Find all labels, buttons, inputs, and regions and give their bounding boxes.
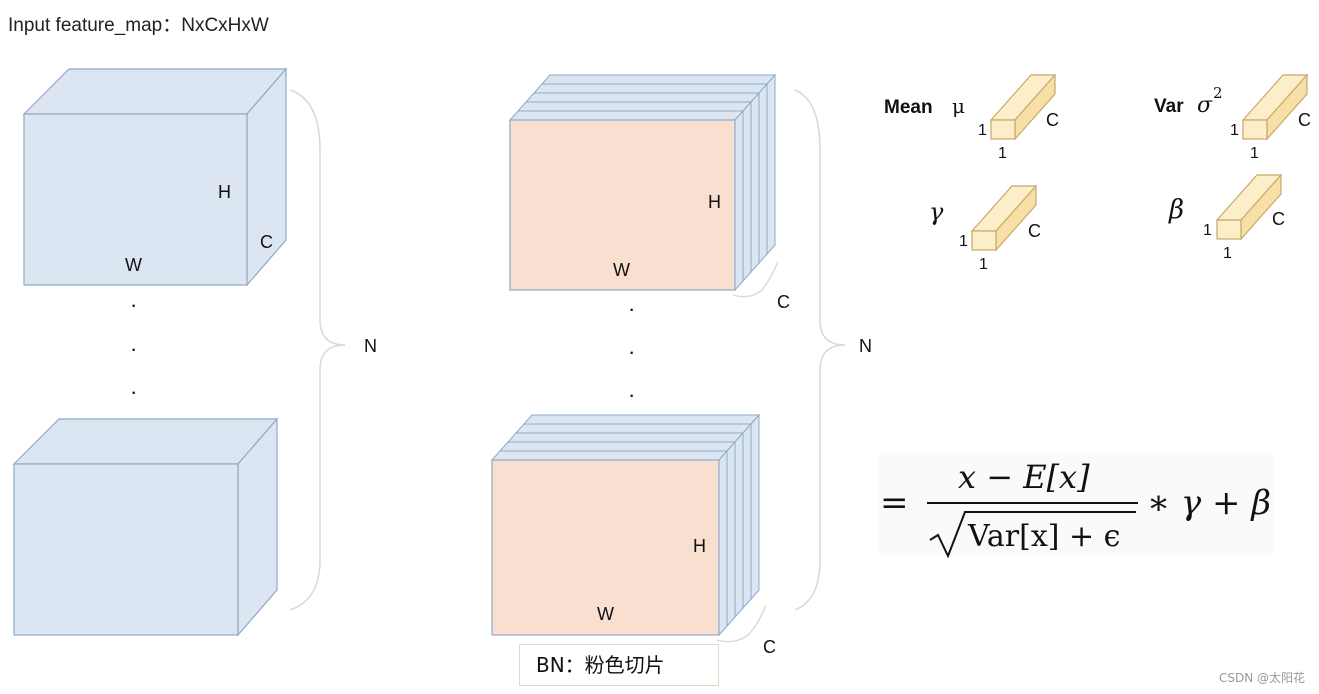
bn-stack-bottom: H W C	[490, 413, 776, 657]
var-param: Var σ 2 1 1 C	[1154, 73, 1311, 162]
slab-side-face	[726, 440, 736, 628]
dot: ·	[130, 292, 137, 317]
gamma-dim-1a: 1	[959, 233, 968, 250]
dot: ·	[628, 382, 635, 407]
bn-top-label-c: C	[777, 292, 790, 312]
pink-slice	[509, 119, 736, 291]
gamma-dim-1b: 1	[979, 256, 988, 273]
slab-side-face	[750, 91, 760, 274]
input-label-h: H	[218, 182, 231, 202]
var-dim-1a: 1	[1230, 122, 1239, 139]
beta-dim-c: C	[1272, 209, 1285, 229]
slab-top-face	[508, 110, 745, 121]
formula-equals: =	[880, 483, 909, 523]
c-brace	[716, 604, 767, 643]
input-n-brace	[289, 89, 346, 611]
gamma-vector	[970, 184, 1038, 252]
mean-symbol: μ	[952, 94, 965, 118]
bn-n-brace	[794, 89, 846, 611]
slab-side-face	[750, 413, 760, 601]
var-symbol: σ	[1197, 93, 1213, 118]
slab-side-face	[766, 73, 776, 256]
bn-caption: BN：粉色切片	[519, 644, 719, 686]
input-dots: · · ·	[130, 292, 137, 404]
formula-denominator: Var[x] + ϵ	[967, 519, 1120, 554]
bn-bottom-label-w: W	[597, 604, 614, 624]
bn-stack-top: H W C	[508, 73, 790, 312]
mean-label: Mean	[884, 97, 933, 118]
bn-dots: · · ·	[628, 296, 635, 407]
mean-vector	[989, 73, 1057, 141]
gamma-symbol: γ	[929, 198, 944, 226]
var-exponent: 2	[1213, 84, 1223, 102]
bn-top-label-w: W	[613, 260, 630, 280]
pink-slice	[491, 459, 720, 636]
formula-numerator: x − E[x]	[958, 458, 1090, 496]
slab-side-face	[734, 431, 744, 619]
dot: ·	[130, 379, 137, 404]
beta-dim-1a: 1	[1203, 222, 1212, 239]
slab-side-face	[758, 82, 768, 265]
bn-bottom-label-c: C	[763, 637, 776, 657]
var-dim-1b: 1	[1250, 145, 1259, 162]
sqrt-sign	[929, 511, 1136, 559]
slab-top-face	[540, 74, 777, 85]
bn-bottom-label-h: H	[693, 536, 706, 556]
input-cube-bottom	[12, 417, 279, 637]
gamma-param: γ 1 1 C	[929, 184, 1041, 273]
input-label-c: C	[260, 232, 273, 252]
gamma-dim-c: C	[1028, 221, 1041, 241]
slab-top-face	[498, 441, 737, 452]
input-label-n: N	[364, 336, 377, 356]
mean-dim-1b: 1	[998, 145, 1007, 162]
dot: ·	[130, 336, 137, 361]
slab-side-face	[718, 449, 728, 637]
mean-dim-1a: 1	[978, 122, 987, 139]
beta-dim-1b: 1	[1223, 245, 1232, 262]
beta-symbol: β	[1168, 195, 1184, 225]
dot: ·	[628, 296, 635, 321]
page-title: Input feature_map：NxCxHxW	[8, 15, 269, 36]
slab-top-face	[522, 414, 761, 425]
slab-side-face	[742, 100, 752, 283]
dot: ·	[628, 339, 635, 364]
bn-top-label-h: H	[708, 192, 721, 212]
slab-top-face	[506, 432, 745, 443]
slab-top-face	[532, 83, 769, 94]
slab-side-face	[742, 422, 752, 610]
bn-label-n: N	[859, 336, 872, 356]
var-label: Var	[1154, 96, 1184, 117]
mean-param: Mean μ 1 1 C	[884, 73, 1059, 162]
input-label-w: W	[125, 255, 142, 275]
var-vector	[1241, 73, 1309, 141]
slab-top-face	[514, 423, 753, 434]
var-dim-c: C	[1298, 110, 1311, 130]
slab-top-face	[490, 450, 729, 461]
formula-tail: ∗ γ + β	[1147, 483, 1271, 523]
formula-background	[878, 455, 1273, 555]
c-brace	[732, 261, 779, 298]
slab-top-face	[516, 101, 753, 112]
beta-vector	[1215, 173, 1283, 241]
bn-formula: = x − E[x] Var[x] + ϵ ∗ γ + β	[878, 455, 1273, 559]
slab-side-face	[734, 109, 744, 292]
beta-param: β 1 1 C	[1168, 173, 1285, 262]
slab-top-face	[524, 92, 761, 103]
watermark: CSDN @太阳花	[1218, 671, 1305, 685]
mean-dim-c: C	[1046, 110, 1059, 130]
input-cube-top: H C W	[22, 67, 288, 287]
